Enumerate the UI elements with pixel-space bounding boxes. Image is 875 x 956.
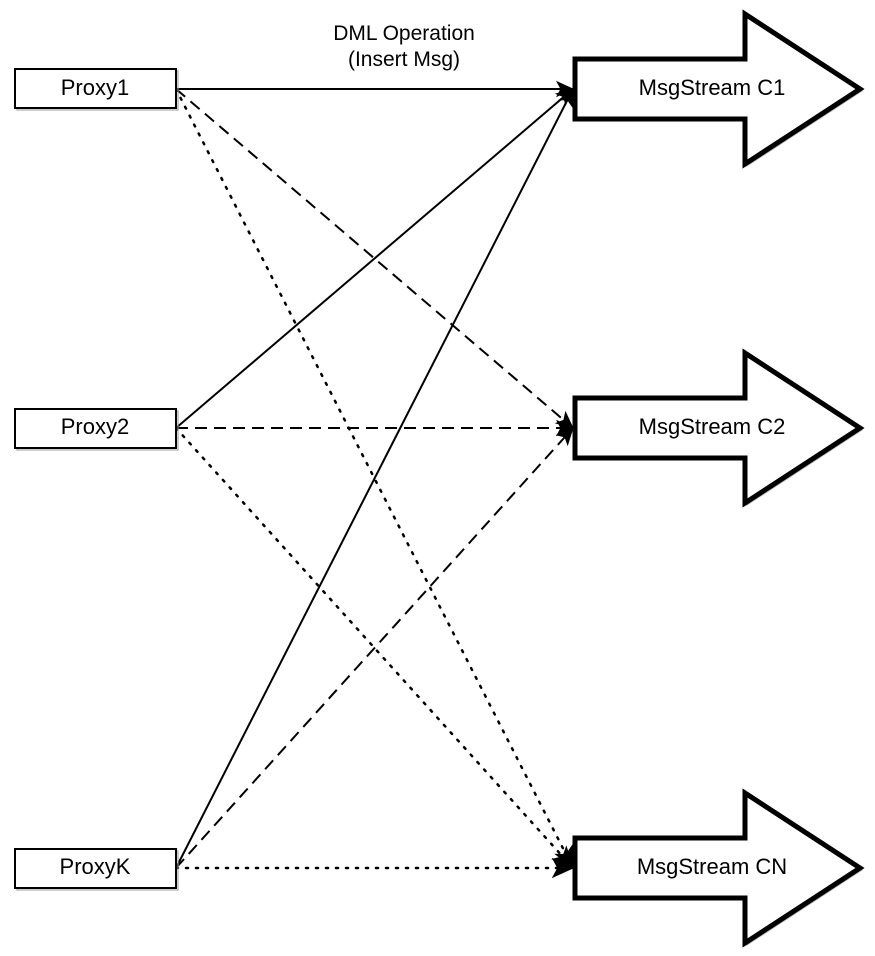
stream-label: MsgStream CN [637,854,787,879]
stream-arrow-stream_c2[interactable]: MsgStream C2 [572,348,865,508]
proxy-label: ProxyK [60,854,131,879]
proxy-label: Proxy2 [61,414,129,439]
edge-proxy1-to-stream_c2 [175,88,574,429]
stream-arrow-shape [572,348,865,508]
edge-label-group: DML Operation (Insert Msg) [333,22,475,71]
stream-arrow-shape [572,9,865,169]
edge-label-line1: DML Operation [333,22,475,45]
edges-layer [174,80,575,879]
proxy-box-shape [14,848,177,889]
stream-label: MsgStream C1 [639,75,786,100]
edge-proxy2-to-stream_c1 [175,88,574,429]
stream-arrow-stream_cn[interactable]: MsgStream CN [572,788,865,948]
edge-proxy2-to-stream_cn [174,426,575,870]
proxy-box-shape [14,408,177,449]
edge-proxyk-to-stream_c1 [175,88,574,869]
edge-proxyk-to-stream_c2 [175,427,574,869]
edge-label-line2: (Insert Msg) [348,48,460,71]
proxy-box-shape [14,68,177,109]
proxy-box-proxyk[interactable]: ProxyK [14,848,179,891]
stream-arrow-stream_c1[interactable]: MsgStream C1 [572,9,865,169]
proxy-label: Proxy1 [61,75,129,100]
streams-layer: MsgStream C1 MsgStream C2 MsgStream CN [572,9,865,948]
proxy-box-proxy1[interactable]: Proxy1 [14,68,179,111]
stream-label: MsgStream C2 [639,414,786,439]
stream-arrow-shape [572,788,865,948]
proxy-box-proxy2[interactable]: Proxy2 [14,408,179,451]
